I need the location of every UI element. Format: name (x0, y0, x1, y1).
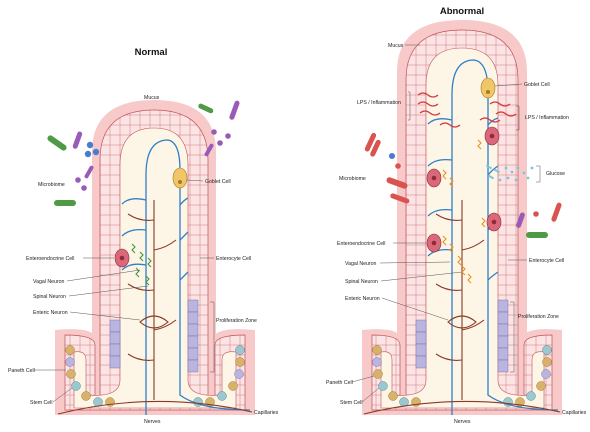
abnormal-panel: Abnormal (326, 6, 587, 425)
abnormal-title: Abnormal (440, 6, 484, 17)
normal-label-vagal-neuron: Vagal Neuron (33, 279, 64, 285)
normal-label-stem-cell: Stem Cell (30, 400, 53, 406)
abnormal-label-enteric-neuron: Enteric Neuron (345, 296, 380, 302)
abnormal-label-goblet-cell: Goblet Cell (524, 82, 550, 88)
abnormal-label-spinal-neuron: Spinal Neuron (345, 279, 378, 285)
abnormal-label-glucose: Glucose (546, 171, 565, 177)
abnormal-label-nerves: Nerves (454, 419, 471, 425)
abnormal-label-mucus: Mucus (388, 43, 404, 49)
normal-label-proliferation-zone: Proliferation Zone (216, 318, 257, 324)
abnormal-label-enterocyte-cell: Enterocyte Cell (529, 258, 564, 264)
abnormal-label-vagal-neuron: Vagal Neuron (345, 261, 376, 267)
normal-title: Normal (135, 47, 168, 58)
abnormal-label-proliferation-zone: Proliferation Zone (518, 314, 559, 320)
abnormal-label-stem-cell: Stem Cell (340, 400, 363, 406)
normal-label-mucus: Mucus (144, 95, 160, 101)
normal-panel: Normal (8, 47, 279, 425)
normal-enteroendocrine-cell (115, 249, 129, 267)
abnormal-label-capillaries: Capillaries (562, 410, 587, 416)
abnormal-label-lps-left: LPS / Inflammation (357, 100, 401, 106)
normal-label-enteric-neuron: Enteric Neuron (33, 310, 68, 316)
normal-label-microbiome: Microbiome (38, 182, 65, 188)
abnormal-label-microbiome: Microbiome (339, 176, 366, 182)
abnormal-goblet-cell (481, 78, 495, 98)
normal-label-nerves: Nerves (144, 419, 161, 425)
normal-label-capillaries: Capillaries (254, 410, 279, 416)
abnormal-label-lps-right: LPS / Inflammation (525, 115, 569, 121)
normal-label-enterocyte-cell: Enterocyte Cell (216, 256, 251, 262)
abnormal-label-paneth-cell: Paneth Cell (326, 380, 353, 386)
normal-label-goblet-cell: Goblet Cell (205, 179, 231, 185)
normal-label-spinal-neuron: Spinal Neuron (33, 294, 66, 300)
normal-label-paneth-cell: Paneth Cell (8, 368, 35, 374)
abnormal-label-enteroendocrine-cell: Enteroendocrine Cell (337, 241, 385, 247)
normal-label-enteroendocrine-cell: Enteroendocrine Cell (26, 256, 74, 262)
normal-goblet-cell (173, 168, 187, 188)
